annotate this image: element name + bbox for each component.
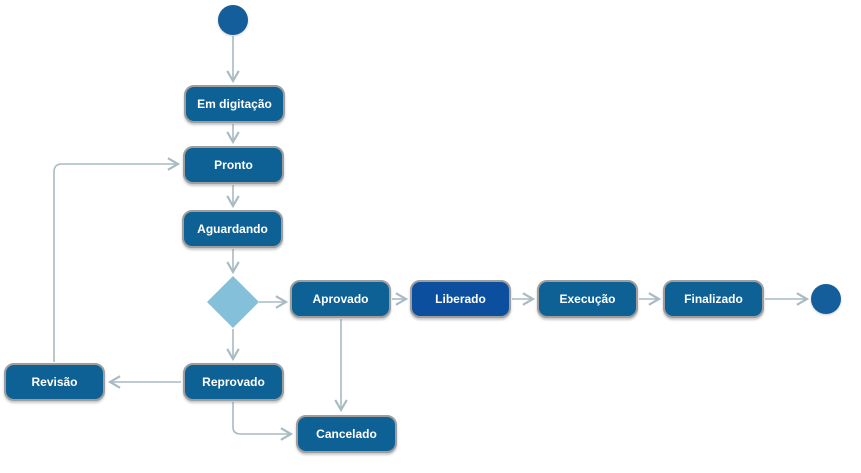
state-node-liberado: Liberado — [410, 280, 511, 318]
edge-reprovado-to-cancelado — [232, 402, 294, 441]
end-node — [811, 284, 841, 314]
state-node-pronto: Pronto — [183, 146, 284, 184]
state-node-execucao: Execução — [537, 280, 638, 318]
state-node-em-digitacao: Em digitação — [184, 85, 285, 123]
state-node-reprovado: Reprovado — [183, 363, 284, 401]
state-node-aprovado: Aprovado — [290, 280, 391, 318]
decision-diamond — [207, 276, 259, 328]
start-node — [218, 5, 248, 35]
state-node-revisao: Revisão — [4, 363, 105, 401]
edge-revisao-to-pronto — [53, 157, 181, 362]
state-node-aguardando: Aguardando — [182, 210, 283, 248]
state-node-cancelado: Cancelado — [296, 415, 397, 453]
state-node-finalizado: Finalizado — [663, 280, 764, 318]
